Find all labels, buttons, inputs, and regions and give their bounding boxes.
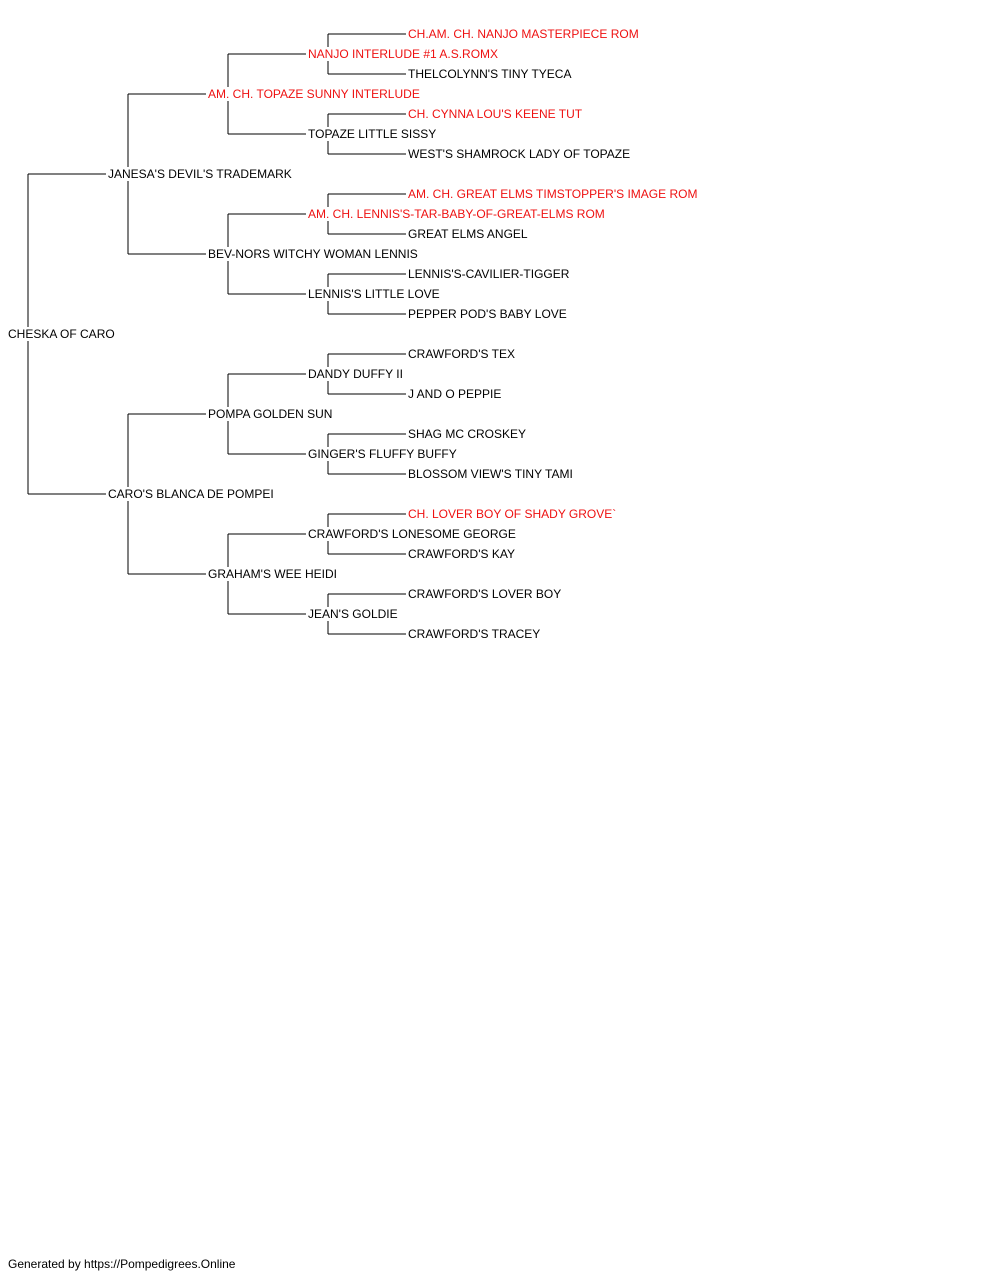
dog-name: SHAG MC CROSKEY xyxy=(408,427,526,441)
dog-name: CH. LOVER BOY OF SHADY GROVE` xyxy=(408,507,616,521)
dog-name: GRAHAM'S WEE HEIDI xyxy=(208,567,337,581)
dog-name: LENNIS'S LITTLE LOVE xyxy=(308,287,440,301)
dog-name: TOPAZE LITTLE SISSY xyxy=(308,127,436,141)
dog-name: AM. CH. GREAT ELMS TIMSTOPPER'S IMAGE RO… xyxy=(408,187,697,201)
dog-name: GINGER'S FLUFFY BUFFY xyxy=(308,447,457,461)
dog-name: NANJO INTERLUDE #1 A.S.ROMX xyxy=(308,47,498,61)
dog-name: CHESKA OF CARO xyxy=(8,327,115,341)
pedigree-tree: CHESKA OF CARO JANESA'S DEVIL'S TRADEMARK… xyxy=(8,27,697,641)
dog-name: CRAWFORD'S KAY xyxy=(408,547,515,561)
dog-name: LENNIS'S-CAVILIER-TIGGER xyxy=(408,267,570,281)
dog-name: PEPPER POD'S BABY LOVE xyxy=(408,307,567,321)
dog-name: DANDY DUFFY II xyxy=(308,367,403,381)
dog-name: J AND O PEPPIE xyxy=(408,387,501,401)
dog-name: GREAT ELMS ANGEL xyxy=(408,227,528,241)
dog-name: BLOSSOM VIEW'S TINY TAMI xyxy=(408,467,573,481)
dog-name: AM. CH. LENNIS'S-TAR-BABY-OF-GREAT-ELMS … xyxy=(308,207,605,221)
dog-name: JANESA'S DEVIL'S TRADEMARK xyxy=(108,167,292,181)
dog-name: CH.AM. CH. NANJO MASTERPIECE ROM xyxy=(408,27,639,41)
dog-name: CRAWFORD'S LONESOME GEORGE xyxy=(308,527,516,541)
dog-name: THELCOLYNN'S TINY TYECA xyxy=(408,67,571,81)
footer-credit: Generated by https://Pompedigrees.Online xyxy=(8,1257,236,1271)
dog-name: WEST'S SHAMROCK LADY OF TOPAZE xyxy=(408,147,630,161)
dog-name: BEV-NORS WITCHY WOMAN LENNIS xyxy=(208,247,418,261)
dog-name: CH. CYNNA LOU'S KEENE TUT xyxy=(408,107,583,121)
dog-name: CRAWFORD'S TEX xyxy=(408,347,515,361)
dog-name: CRAWFORD'S TRACEY xyxy=(408,627,540,641)
dog-name: CARO'S BLANCA DE POMPEI xyxy=(108,487,274,501)
dog-name: JEAN'S GOLDIE xyxy=(308,607,398,621)
dog-name: POMPA GOLDEN SUN xyxy=(208,407,332,421)
dog-name: CRAWFORD'S LOVER BOY xyxy=(408,587,561,601)
dog-name: AM. CH. TOPAZE SUNNY INTERLUDE xyxy=(208,87,420,101)
